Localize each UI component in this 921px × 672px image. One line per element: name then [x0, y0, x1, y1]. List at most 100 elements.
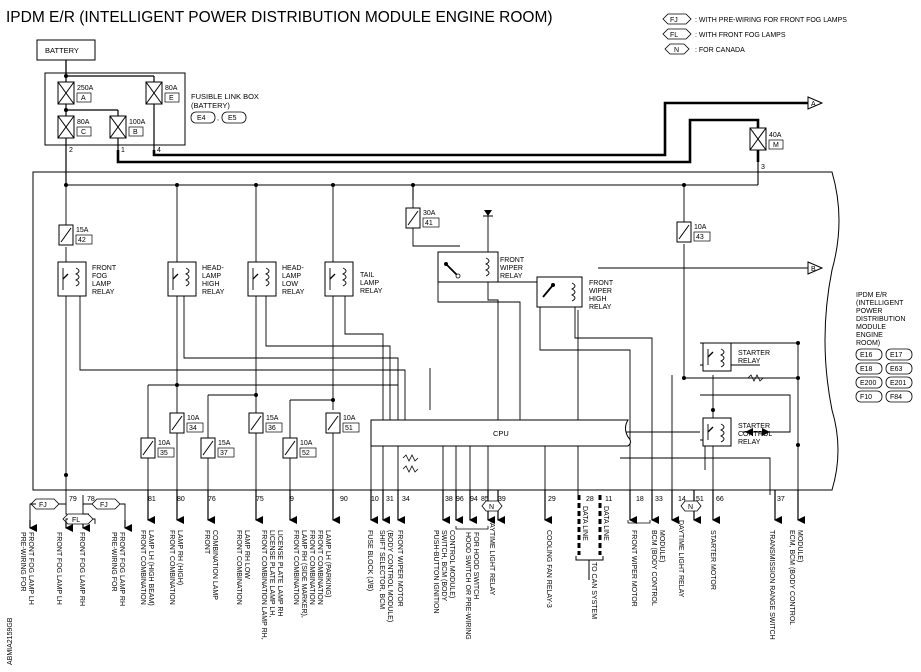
fusible-link-c: 80A C — [57, 115, 92, 139]
connector-e4-label: E4 — [197, 115, 206, 122]
output-label-line: COMBINATION LAMP — [211, 530, 218, 600]
output-label-line: FRONT COMBINATION — [292, 530, 299, 605]
fuse-id: 52 — [302, 450, 310, 457]
pin-81: 81 — [148, 496, 156, 503]
output-label-line: FRONT FOG LAMP RH — [78, 532, 85, 606]
output-label-line: LAMP RH LOW — [243, 530, 250, 579]
output-label-line: PRE-WIRING FOR — [110, 532, 117, 592]
tag-n-left: N — [489, 504, 494, 511]
pin-76: 76 — [208, 496, 216, 503]
ipdm-connector-f84: F84 — [885, 390, 913, 403]
fusible-link-a: 250A A — [57, 81, 94, 105]
fusible-link-box — [44, 72, 186, 146]
output-label-line: FOR HOOD SWITCH — [472, 532, 479, 599]
pin-10: 10 — [371, 496, 379, 503]
fusible-link-m-amp: 40A — [769, 132, 782, 139]
ipdm-connector-e17: E17 — [885, 348, 913, 361]
output-label-22: TRANSMISSION RANGE SWITCH — [768, 530, 775, 640]
output-label-9: FRONT COMBINATION LAMP RH,LICENSE PLATE … — [260, 530, 283, 640]
relay-label: RELAY — [92, 289, 115, 296]
fusible-link-box-label-1: FUSIBLE LINK BOX — [191, 92, 259, 101]
fuse-id: 35 — [160, 450, 168, 457]
ipdm-label-line-1: IPDM E/R — [856, 292, 887, 299]
relay-label: FRONT — [92, 265, 117, 272]
relay-label: RELAY — [738, 358, 761, 365]
pin-78: 78 — [87, 496, 95, 503]
relay-label: TAIL — [360, 272, 374, 279]
connector-e5-label: E5 — [228, 115, 237, 122]
legend-code-fl: FL — [670, 32, 678, 39]
output-label-line: LAMP LH (HIGH BEAM) — [147, 530, 154, 606]
relay-label: HIGH — [589, 296, 607, 303]
output-label-line: CONTROL MODULE) — [448, 530, 455, 598]
output-label-line: LAMP RH (HIGH) — [176, 530, 183, 585]
output-label-line: FRONT COMBINATION LAMP RH, — [260, 530, 267, 640]
output-label-11: FUSE BLOCK (J/B) — [366, 530, 373, 591]
ipdm-label-line-4: DISTRIBUTION — [856, 316, 905, 323]
pin-80: 80 — [177, 496, 185, 503]
pin-66: 66 — [716, 496, 724, 503]
output-label-line: FRONT COMBINATION — [308, 530, 315, 605]
output-label-line: LAMP RH (SIDE MARKER), — [300, 530, 307, 618]
data-line-2: DATA LINE — [602, 506, 609, 541]
relay-label: LAMP — [360, 280, 379, 287]
relay-label: HEAD- — [202, 265, 224, 272]
fuse-amp: 10A — [343, 415, 356, 422]
pin-38: 38 — [445, 496, 453, 503]
output-label-line: (BODY CONTROL MODULE) — [386, 530, 393, 622]
relay-label: LOW — [282, 281, 298, 288]
relay-label: RELAY — [282, 289, 305, 296]
fuse-id: 41 — [425, 220, 433, 227]
output-label-line: FRONT COMBINATION — [316, 530, 323, 605]
connector-e4-tag: E4 — [190, 111, 216, 124]
relay-label: STARTER — [738, 350, 770, 357]
output-label-line: PRE-WIRING FOR — [19, 532, 26, 592]
output-label-line: FRONT — [203, 530, 210, 555]
output-label-3: FRONT FOG LAMP RH — [78, 532, 85, 606]
fuse-id: 34 — [189, 425, 197, 432]
fusible-link-e-id: E — [169, 95, 174, 102]
ipdm-label-line-5: MODULE — [856, 324, 886, 331]
legend-text-fl: : WITH FRONT FOG LAMPS — [695, 32, 786, 39]
ipdm-connector-e200: E200 — [855, 376, 883, 389]
output-label-line: DAYTIME LIGHT RELAY — [677, 520, 684, 598]
offpage-a: A — [811, 101, 816, 108]
fuse-id: 36 — [268, 425, 276, 432]
fuse-amp: 10A — [300, 440, 313, 447]
legend-item-n: N : FOR CANADA — [664, 43, 745, 55]
output-label-line: FRONT FOG LAMP RH — [118, 532, 125, 606]
legend-code-fj: FJ — [670, 17, 678, 24]
output-label-line: FRONT WIPER MOTOR — [630, 530, 637, 607]
fusible-link-c-amp: 80A — [77, 119, 90, 126]
output-label-line: FRONT WIPER MOTOR — [396, 530, 403, 607]
relay-label: RELAY — [360, 288, 383, 295]
pin-29: 29 — [548, 496, 556, 503]
data-lines: DATA LINE DATA LINE TO CAN SYSTEM — [575, 495, 609, 619]
fusible-link-m-id: M — [773, 142, 779, 149]
legend-text-fj: : WITH PRE-WIRING FOR FRONT FOG LAMPS — [695, 17, 847, 24]
terminal-3: 3 — [761, 164, 765, 171]
relay-label: RELAY — [500, 273, 523, 280]
option-tags: FJ FJ FL N N — [30, 498, 702, 530]
relay-label: HEAD- — [282, 265, 304, 272]
output-label-21: STARTER MOTOR — [709, 530, 716, 590]
pin-28: 28 — [586, 496, 594, 503]
relay-label: FRONT — [589, 280, 614, 287]
ipdm-connector-label: F10 — [860, 394, 872, 401]
svg-text:,: , — [217, 115, 219, 122]
pin-79: 79 — [69, 496, 77, 503]
cpu-label: CPU — [493, 429, 509, 438]
pin-18: 18 — [636, 496, 644, 503]
tag-n-right: N — [688, 504, 693, 511]
relay-label: FRONT — [500, 257, 525, 264]
